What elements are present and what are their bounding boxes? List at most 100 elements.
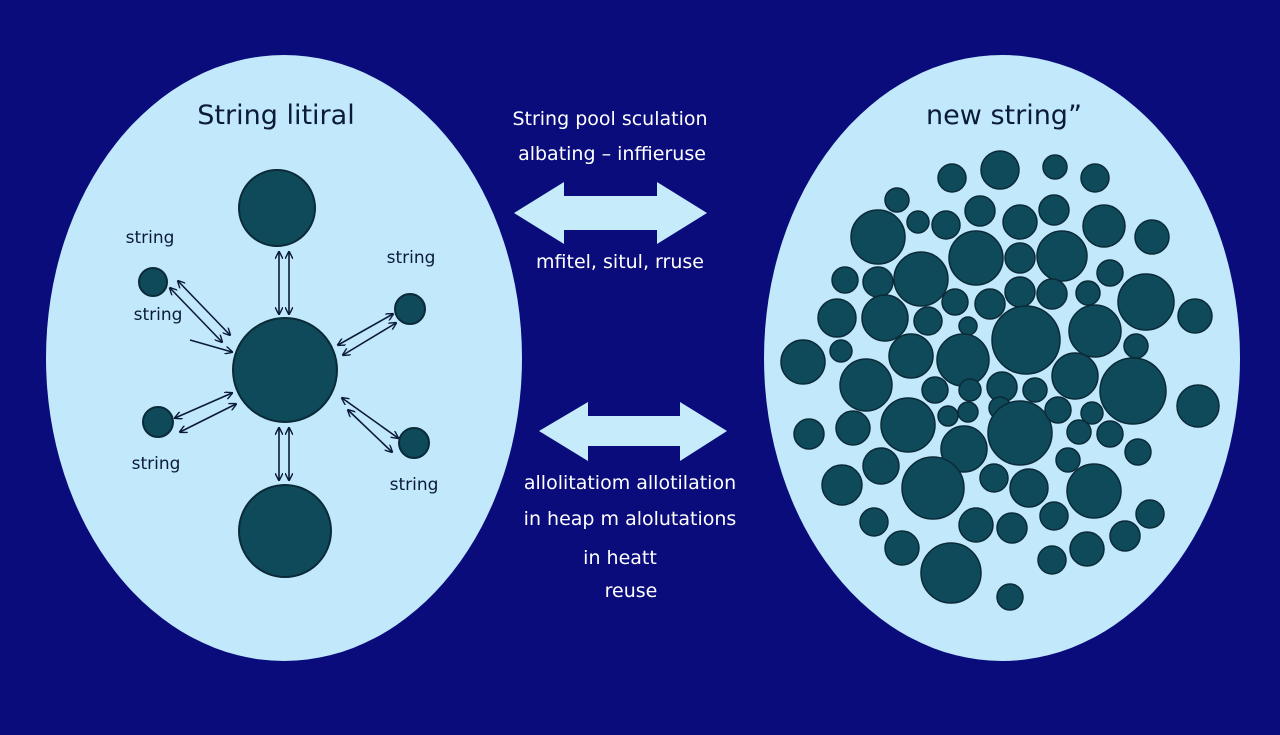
node-label-mid-left: string <box>133 305 183 325</box>
right-cluster-circle <box>1080 163 1110 193</box>
left-node-bottom <box>238 484 332 578</box>
node-label-lower-left: string <box>131 454 181 474</box>
right-cluster-circle <box>1039 501 1069 531</box>
right-cluster-circle <box>1134 219 1170 255</box>
right-cluster-circle <box>1002 204 1038 240</box>
right-cluster-circle <box>964 195 996 227</box>
right-cluster-circle <box>1036 230 1088 282</box>
right-cluster-circle <box>1124 438 1152 466</box>
right-cluster-circle <box>958 507 994 543</box>
center-bottom-line-2: in heap m alolutations <box>523 508 737 530</box>
center-top-line-2: albating – inffieruse <box>518 143 706 165</box>
right-cluster-circle <box>1036 278 1068 310</box>
node-label-lower-right: string <box>389 475 439 495</box>
left-node-top <box>238 169 316 247</box>
right-cluster-circle <box>1176 384 1220 428</box>
right-cluster-circle <box>1068 304 1122 358</box>
right-cluster-circle <box>839 358 893 412</box>
right-panel-title: new string” <box>926 100 1082 131</box>
right-cluster-circle <box>996 583 1024 611</box>
right-cluster-circle <box>862 447 900 485</box>
right-cluster-circle <box>835 410 871 446</box>
right-cluster-circle <box>920 542 982 604</box>
right-cluster-circle <box>1042 154 1068 180</box>
double-arrow-top <box>514 182 707 244</box>
right-cluster-circle <box>948 230 1004 286</box>
right-cluster-circle <box>862 266 894 298</box>
right-cluster-circle <box>829 339 853 363</box>
right-cluster-circle <box>1075 280 1101 306</box>
right-cluster-circle <box>1117 273 1175 331</box>
node-label-upper-right: string <box>386 248 436 268</box>
right-cluster-circle <box>1135 499 1165 529</box>
right-cluster-circle <box>1082 204 1126 248</box>
left-node-lower-right <box>398 427 430 459</box>
right-cluster-circle <box>780 339 826 385</box>
right-cluster-circle <box>941 288 969 316</box>
left-node-lower-left <box>142 406 174 438</box>
right-cluster-circle <box>957 401 979 423</box>
right-cluster-circle <box>1080 401 1104 425</box>
right-cluster-circle <box>1096 259 1124 287</box>
arrow-ul-b <box>178 281 230 335</box>
right-cluster-circle <box>1096 420 1124 448</box>
right-cluster-circle <box>940 425 988 473</box>
right-cluster-circle <box>1109 520 1141 552</box>
right-cluster-circle <box>1044 396 1072 424</box>
right-cluster-circle <box>913 306 943 336</box>
right-cluster-circle <box>1004 242 1036 274</box>
right-cluster-circle <box>1037 545 1067 575</box>
right-cluster-circle <box>979 463 1009 493</box>
right-cluster-circle <box>937 405 959 427</box>
right-cluster-circle <box>893 251 949 307</box>
right-cluster-circle <box>974 288 1006 320</box>
double-arrow-bottom <box>539 402 727 461</box>
right-cluster-circle <box>1022 377 1048 403</box>
right-cluster-circle <box>921 376 949 404</box>
right-cluster-circle <box>1123 333 1149 359</box>
arrow-ul-c <box>189 339 232 352</box>
right-cluster-circle <box>1066 419 1092 445</box>
right-cluster-circle <box>1055 447 1081 473</box>
right-cluster-circle <box>817 298 857 338</box>
center-top-under-arrow: mfitel, situl, rruse <box>536 251 704 273</box>
center-bottom-line-3: in heatt <box>583 547 657 569</box>
right-cluster-circle <box>1066 463 1122 519</box>
right-cluster-circle <box>1069 531 1105 567</box>
right-panel-circles <box>780 150 1220 611</box>
center-bottom-line-4: reuse <box>604 580 658 602</box>
right-cluster-circle <box>1004 276 1036 308</box>
right-cluster-circle <box>1099 357 1167 425</box>
right-cluster-circle <box>859 507 889 537</box>
center-bottom-line-1: allolitatiom allotilation <box>523 472 737 494</box>
right-cluster-circle <box>980 150 1020 190</box>
right-cluster-circle <box>1038 194 1070 226</box>
right-cluster-circle <box>936 333 990 387</box>
right-cluster-circle <box>958 316 978 336</box>
left-node-upper-left <box>138 267 168 297</box>
right-cluster-circle <box>937 163 967 193</box>
left-panel-title: String litiral <box>197 100 355 131</box>
arrow-ur-b <box>343 323 396 355</box>
left-node-center <box>232 317 338 423</box>
right-cluster-circle <box>880 397 936 453</box>
right-cluster-circle <box>884 187 910 213</box>
right-cluster-circle <box>861 294 909 342</box>
right-cluster-circle <box>1177 298 1213 334</box>
node-label-upper-left: string <box>125 228 175 248</box>
center-top-line-1: String pool sculation <box>512 108 708 130</box>
right-cluster-circle <box>888 333 934 379</box>
right-cluster-circle <box>793 418 825 450</box>
right-cluster-circle <box>884 530 920 566</box>
right-cluster-circle <box>1051 352 1099 400</box>
right-cluster-circle <box>831 266 859 294</box>
right-cluster-circle <box>996 512 1028 544</box>
right-cluster-circle <box>987 400 1053 466</box>
right-cluster-circle <box>850 209 906 265</box>
right-cluster-circle <box>958 378 982 402</box>
right-cluster-circle <box>1009 468 1049 508</box>
right-cluster-circle <box>901 456 965 520</box>
right-cluster-circle <box>991 305 1061 375</box>
